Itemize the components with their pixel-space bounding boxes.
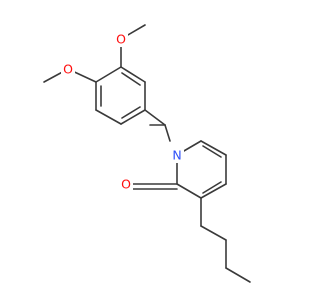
butyl-4	[225, 267, 251, 283]
o-methoxy-left-bg	[61, 61, 75, 77]
atom-labels-group: O O N O	[61, 31, 184, 192]
bond-linker-1	[144, 109, 166, 126]
molecule-canvas: O O N O	[43, 24, 251, 283]
o-methoxy-top-label: O	[116, 32, 126, 47]
benzene-bond-1	[95, 66, 122, 83]
ring-c3-c2	[176, 183, 202, 199]
ring-double-1	[202, 145, 222, 158]
structure-svg: O O N O	[43, 24, 251, 283]
bond-linker-2	[164, 124, 171, 142]
o-carbonyl-bg	[119, 176, 133, 192]
butyl-2	[200, 225, 227, 241]
o-methoxy-top-bg	[114, 31, 128, 47]
benzene-double-3	[121, 72, 141, 86]
n-ring-bg	[170, 147, 184, 163]
benzene-bond-6	[120, 66, 146, 83]
ring-c6-c5	[200, 140, 227, 156]
o-methoxy-left-label: O	[63, 62, 73, 77]
o-carbonyl-label: O	[121, 177, 131, 192]
benzene-bond-4	[120, 109, 146, 125]
ring-c4-c3	[200, 183, 227, 199]
bonds-group	[43, 24, 251, 283]
benzene-bond-3	[95, 109, 122, 125]
ring-double-2	[202, 181, 222, 194]
benzene-double-2	[121, 106, 141, 119]
n-ring-label: N	[172, 148, 181, 163]
